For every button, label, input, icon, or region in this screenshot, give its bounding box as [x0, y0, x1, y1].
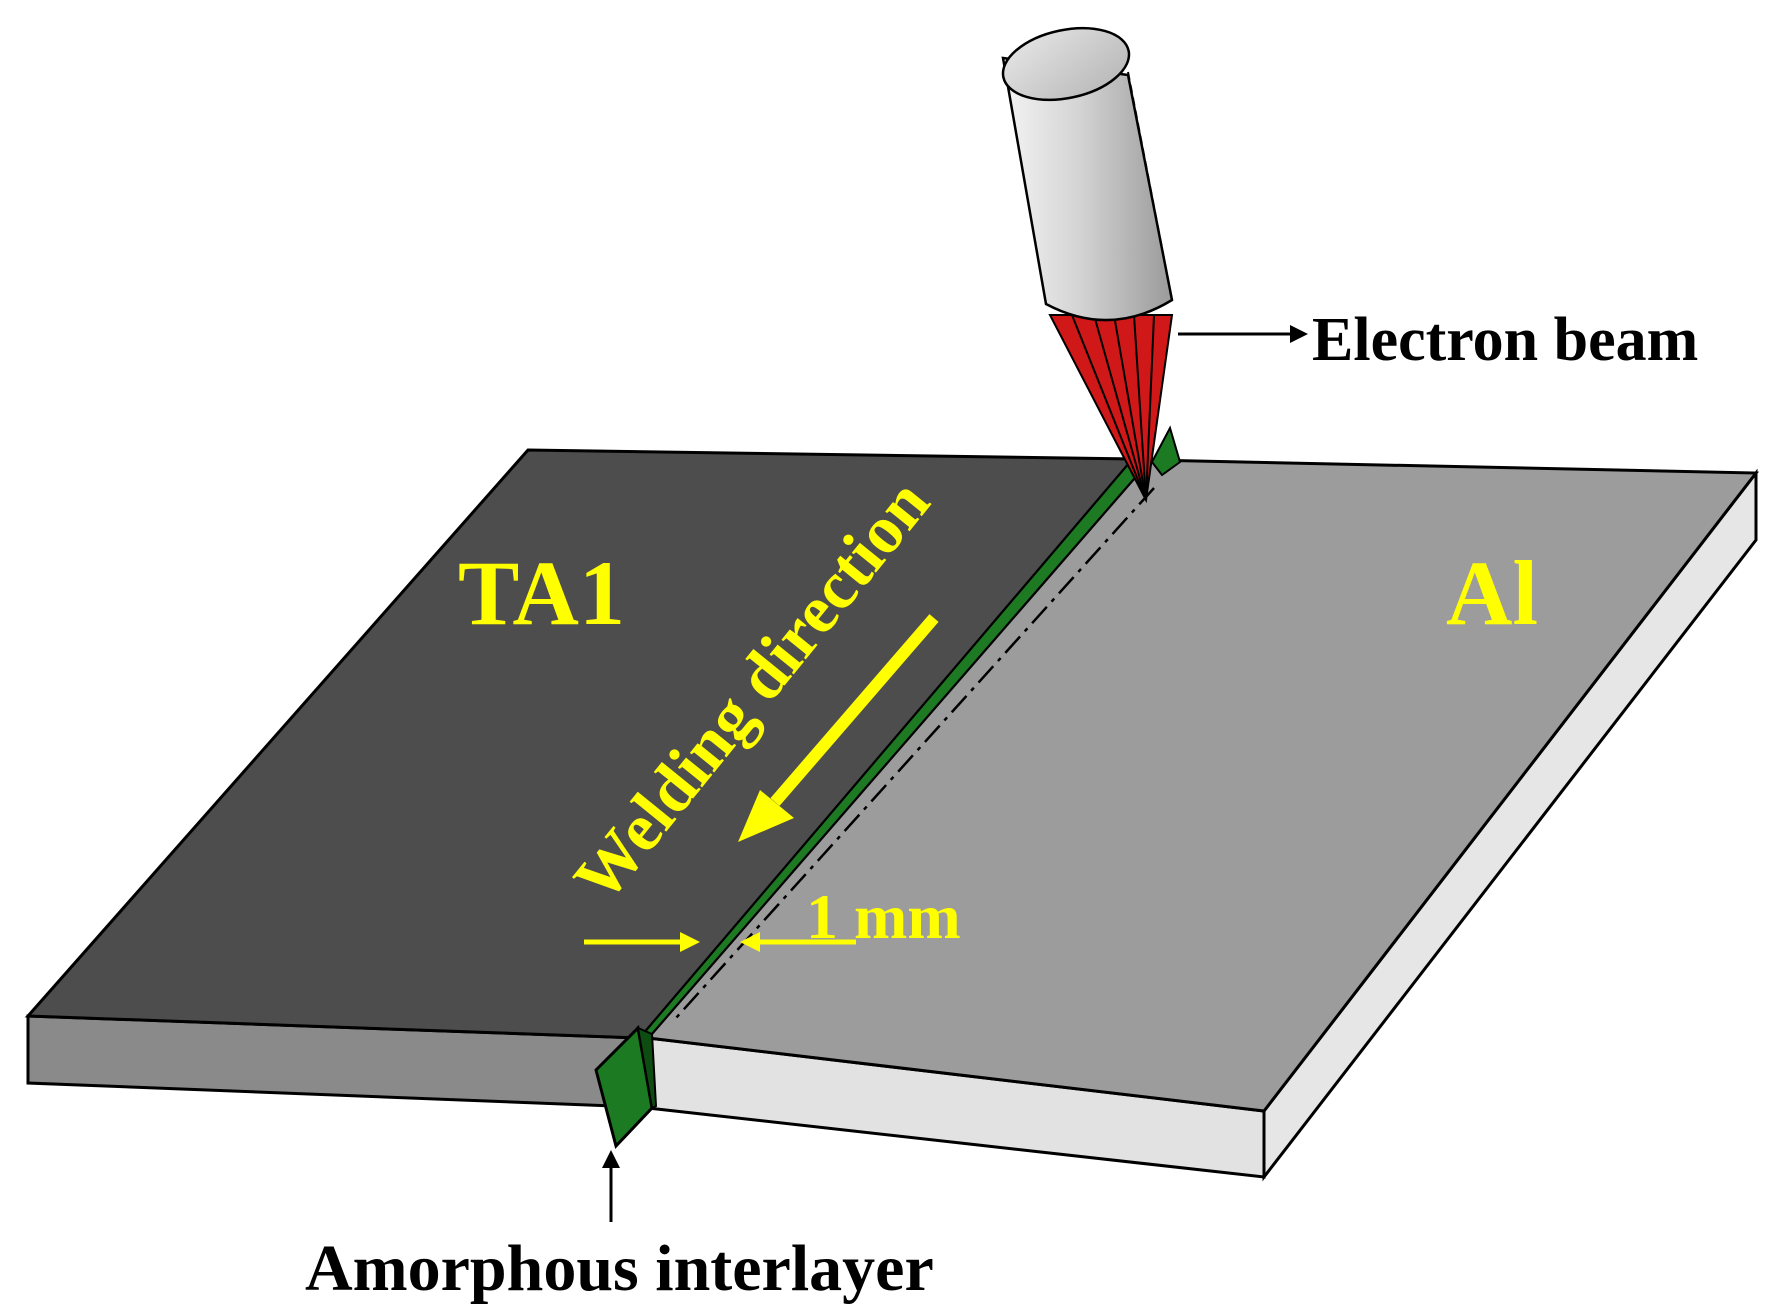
interlayer-pointer-arrow	[602, 1150, 620, 1222]
interlayer-front-tab-edge	[636, 1026, 658, 1110]
electron-beam-label: Electron beam	[1312, 306, 1698, 374]
interlayer-back-end	[1150, 425, 1182, 477]
electron-beam-pointer	[1178, 325, 1308, 343]
ta1-label: TA1	[458, 542, 625, 644]
electron-gun-cylinder	[1001, 26, 1174, 322]
width-label: 1 mm	[806, 881, 961, 952]
width-marker-arrows	[584, 932, 856, 952]
welding-direction-arrow	[738, 614, 939, 842]
al-label: Al	[1446, 542, 1538, 644]
amorphous-interlayer-label: Amorphous interlayer	[305, 1232, 934, 1305]
